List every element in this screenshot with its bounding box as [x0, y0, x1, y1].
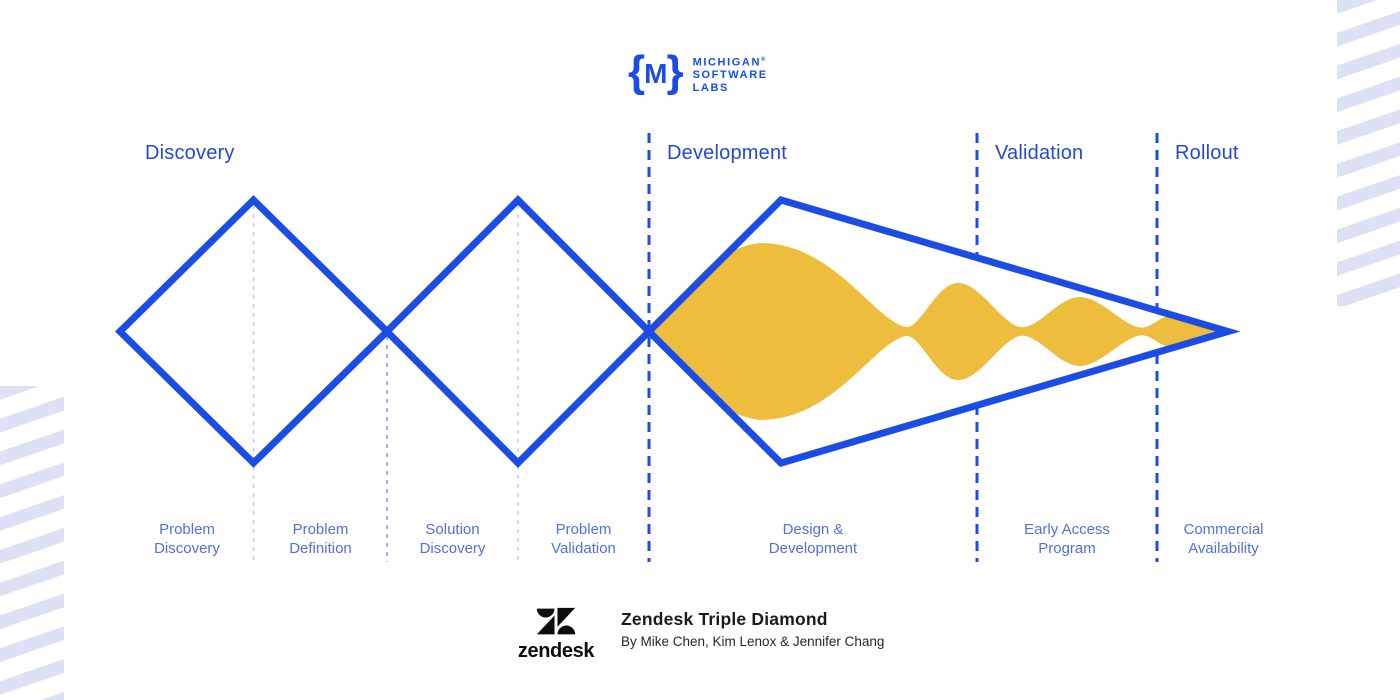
waveform-blob [651, 243, 1221, 420]
phase-label-development: Development [667, 142, 788, 164]
development-kite-outline [644, 196, 1241, 467]
msl-wordmark: MICHIGAN® SOFTWARE LABS [693, 54, 768, 94]
registered-trademark-icon: ® [761, 56, 766, 63]
zendesk-wordmark: zendesk [517, 640, 595, 662]
diagonal-stripes-top-right [1337, 0, 1400, 306]
diagram-byline: By Mike Chen, Kim Lenox & Jennifer Chang [621, 634, 885, 649]
msl-word-software: SOFTWARE [692, 69, 768, 82]
stage-label-design-development: Design &Development [768, 521, 858, 557]
phase-label-validation: Validation [995, 142, 1084, 164]
michigan-software-labs-logo: { M } MICHIGAN® SOFTWARE LABS [628, 47, 768, 96]
zendesk-logo-icon [536, 607, 576, 635]
msl-brackets-m-icon: { M } [628, 47, 684, 96]
diamond-solution [382, 195, 654, 468]
diagram-title: Zendesk Triple Diamond [621, 609, 828, 629]
diagonal-stripes-bottom-left [0, 386, 64, 700]
msl-word-labs: LABS [692, 81, 729, 94]
phase-label-discovery: Discovery [145, 142, 235, 164]
msl-close-brace: } [666, 47, 684, 96]
phase-label-rollout: Rollout [1175, 142, 1239, 164]
msl-letter-m: M [644, 58, 668, 89]
msl-open-brace: { [628, 47, 646, 96]
msl-word-michigan: MICHIGAN [692, 56, 761, 69]
